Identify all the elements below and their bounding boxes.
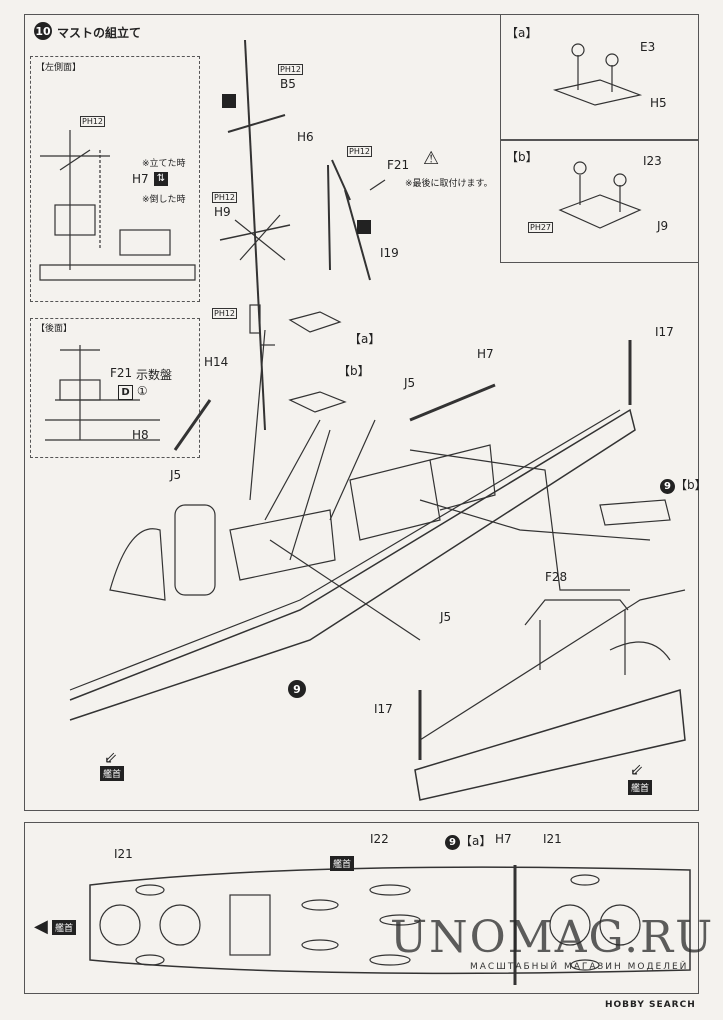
bow-label-left: 艦首 [100, 766, 125, 781]
part-h9: H9 [214, 205, 231, 219]
main-panel-frame [24, 14, 699, 811]
step-number-badge: 10 [34, 22, 52, 40]
step-9-badge: 9 [445, 835, 460, 850]
photo-etch-icon [222, 94, 236, 108]
top-view-frame [24, 822, 699, 994]
note-attach-last: ※最後に取付けます。 [405, 179, 493, 189]
ref-9a-label: 【a】 [460, 834, 492, 848]
ph12-box: PH12 [278, 64, 304, 75]
ph12-box: PH12 [347, 146, 373, 157]
part-h7-top: H7 [495, 832, 512, 846]
step-9-hull-badge: 9 [288, 680, 306, 698]
bow-label-top-inner: 艦首 [330, 856, 355, 871]
ref-9b-label: 【b】 [675, 478, 707, 492]
part-i17-lower: I17 [374, 702, 393, 716]
part-j9: J9 [657, 219, 669, 233]
part-i21-right: I21 [543, 832, 562, 846]
ph12-label-b5: PH12 [278, 64, 304, 75]
part-h5: H5 [650, 96, 667, 110]
ph12-label-h14: PH12 [212, 308, 238, 319]
part-h7-left: H7 [132, 172, 149, 186]
d-marker: D ① [118, 384, 148, 400]
ph12-label-h6: PH12 [347, 146, 373, 157]
ph12-box: PH12 [212, 192, 238, 203]
note-lowered: ※倒した時 [142, 195, 186, 205]
ph27-box: PH27 [528, 222, 554, 233]
part-i17-upper: I17 [655, 325, 674, 339]
bow-label-right: 艦首 [628, 780, 653, 795]
ph12-box: PH12 [80, 116, 106, 127]
part-h14: H14 [204, 355, 229, 369]
ph27-label: PH27 [528, 222, 554, 233]
bow-arrow-icon: ⇙ [104, 748, 118, 767]
ref-9a: 9【a】 [445, 832, 491, 850]
ph12-label-left: PH12 [80, 116, 106, 127]
ref-9b: 9【b】 [660, 476, 707, 494]
part-h8: H8 [132, 428, 149, 442]
part-j5-upper: J5 [404, 376, 416, 390]
left-side-view-frame [30, 56, 200, 302]
d-key-number: ① [136, 384, 148, 398]
part-f21: F21 [387, 158, 410, 172]
step-title: マストの組立て [57, 26, 142, 40]
inset-a-title: 【a】 [506, 26, 538, 40]
ph12-label-h9: PH12 [212, 192, 238, 203]
part-f28: F28 [545, 570, 568, 584]
rear-view-label: 【後面】 [36, 324, 73, 334]
subassembly-b-ref: 【b】 [338, 364, 370, 378]
inset-a-frame [500, 14, 699, 140]
part-h7: H7 [477, 347, 494, 361]
bow-label-top: 艦首 [52, 920, 77, 935]
inset-b-title: 【b】 [506, 150, 538, 164]
watermark-subtitle: МАСШТАБНЫЙ МАГАЗИН МОДЕЛЕЙ [470, 962, 689, 972]
photo-etch-icon [357, 220, 371, 234]
bow-arrow-icon: ⇙ [630, 760, 644, 779]
note-raised: ※立てた時 [142, 159, 186, 169]
ph12-box: PH12 [212, 308, 238, 319]
part-h6: H6 [297, 130, 314, 144]
d-key-box: D [118, 385, 133, 400]
indicator-board-label: 示数盤 [136, 368, 173, 382]
part-j5-left: J5 [170, 468, 182, 482]
watermark-logo: UNOMAG.RU [390, 912, 715, 963]
flip-arrows-icon: ⇅ [154, 172, 168, 186]
inset-b-frame [500, 140, 699, 263]
part-i22: I22 [370, 832, 389, 846]
part-j5-lower: J5 [440, 610, 452, 624]
part-i21-left: I21 [114, 847, 133, 861]
warning-icon: ⚠ [423, 148, 440, 169]
rear-view-frame [30, 318, 200, 458]
source-credit: HOBBY SEARCH [605, 1000, 696, 1010]
subassembly-a-ref: 【a】 [349, 332, 381, 346]
part-e3: E3 [640, 40, 656, 54]
bow-arrow-icon: ◀ [34, 916, 48, 937]
part-i19: I19 [380, 246, 399, 260]
part-f21-rear: F21 [110, 366, 133, 380]
step-9-badge: 9 [660, 479, 675, 494]
part-b5: B5 [280, 77, 296, 91]
part-i23: I23 [643, 154, 662, 168]
left-side-view-label: 【左側面】 [36, 63, 82, 73]
